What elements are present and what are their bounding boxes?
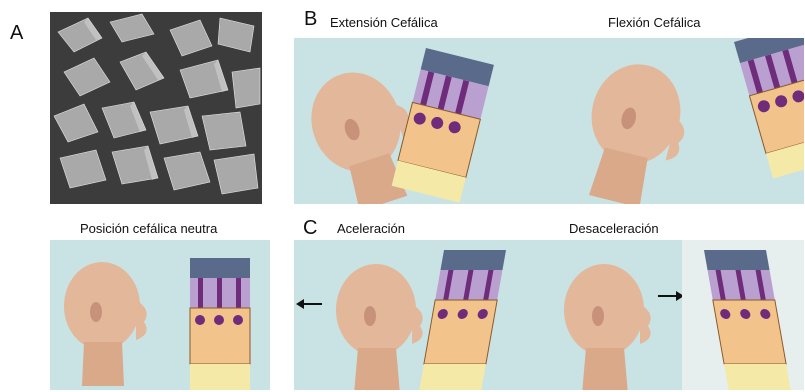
head-flexion [572, 55, 699, 204]
head-neutral [64, 262, 147, 386]
panel-c-illustration [294, 240, 804, 390]
macula-neutral [190, 258, 250, 390]
panel-b-illustration [294, 38, 804, 204]
macula-extension [392, 48, 494, 203]
panel-c-label: C [303, 217, 317, 240]
otoconia-micrograph [50, 12, 262, 204]
caption-neutral: Posición cefálica neutra [80, 221, 217, 236]
macula-flexion [734, 38, 804, 178]
arrow-left-icon [296, 299, 322, 309]
caption-acceleration: Aceleración [337, 221, 405, 236]
head-acceleration [336, 264, 423, 390]
panel-b-label: B [304, 8, 317, 31]
macula-acceleration [419, 250, 506, 390]
head-deceleration [564, 264, 651, 390]
arrow-right-icon [658, 291, 684, 301]
caption-extension: Extensión Cefálica [330, 15, 438, 30]
caption-deceleration: Desaceleración [569, 221, 659, 236]
panel-a-label: A [10, 22, 23, 45]
panel-neutral-illustration [50, 240, 270, 390]
caption-flexion: Flexión Cefálica [608, 15, 701, 30]
